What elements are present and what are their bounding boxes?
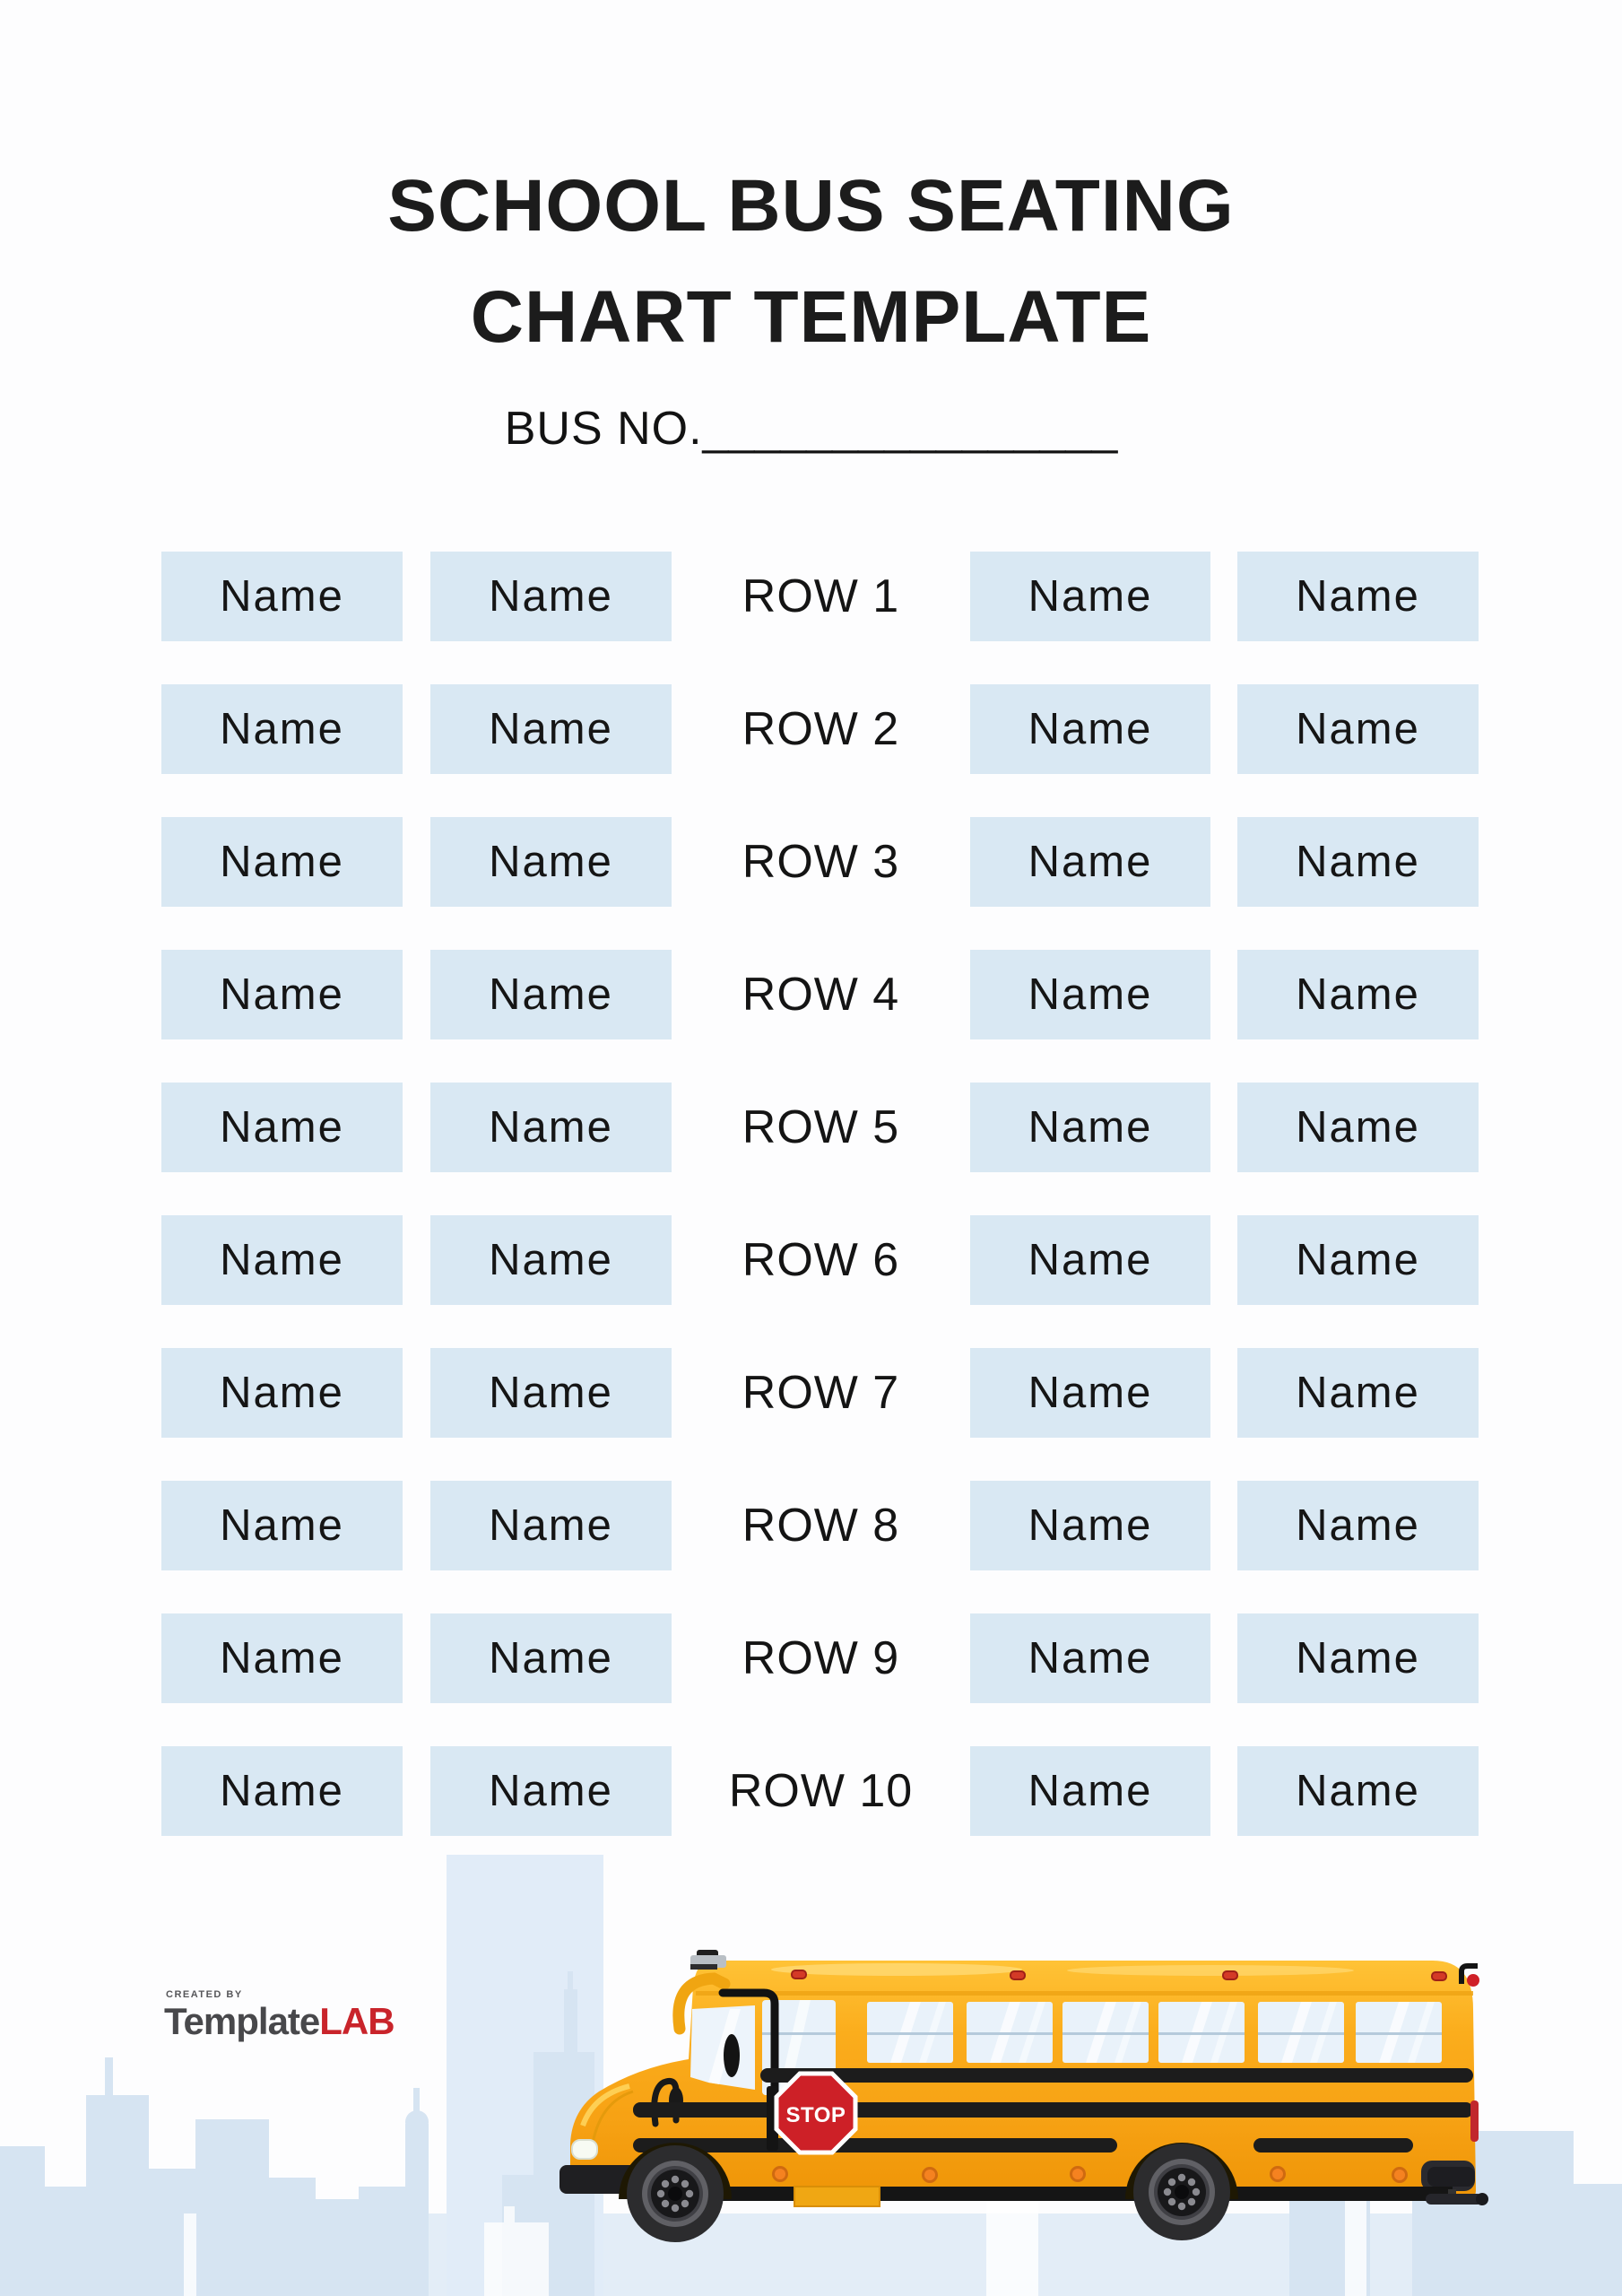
row-label: ROW 5	[742, 1101, 900, 1153]
logo-tagline: CREATED BY	[166, 1989, 243, 2000]
seat-name-field[interactable]: Name	[1237, 552, 1479, 641]
seat-name-field[interactable]: Name	[970, 1083, 1210, 1172]
row-label: ROW 1	[742, 570, 900, 622]
row-label: ROW 3	[742, 836, 900, 888]
seat-name-field[interactable]: Name	[161, 684, 403, 774]
seat-name-field[interactable]: Name	[1237, 817, 1479, 907]
seat-name-field[interactable]: Name	[970, 817, 1210, 907]
row-label: ROW 8	[742, 1500, 900, 1552]
seat-name-field[interactable]: Name	[430, 1083, 672, 1172]
row-label: ROW 7	[742, 1367, 900, 1419]
seat-name-field[interactable]: Name	[161, 1348, 403, 1438]
page-title: SCHOOL BUS SEATING CHART TEMPLATE	[0, 151, 1622, 373]
front-wheel	[627, 2145, 724, 2242]
seat-name-field[interactable]: Name	[970, 684, 1210, 774]
seat-name-field[interactable]: Name	[161, 1613, 403, 1703]
logo-brand: TemplateLAB	[164, 2003, 395, 2040]
seat-name-field[interactable]: Name	[970, 1215, 1210, 1305]
city-skyline-background	[0, 1855, 1622, 2296]
seat-name-field[interactable]: Name	[970, 552, 1210, 641]
seat-name-field[interactable]: Name	[430, 552, 672, 641]
seat-name-field[interactable]: Name	[1237, 950, 1479, 1039]
seat-name-field[interactable]: Name	[1237, 1348, 1479, 1438]
seat-name-field[interactable]: Name	[430, 817, 672, 907]
seat-name-field[interactable]: Name	[1237, 1481, 1479, 1570]
bus-number-blank-field[interactable]: ________________	[702, 403, 1118, 455]
seat-name-field[interactable]: Name	[430, 1613, 672, 1703]
bus-number-line: BUS NO.________________	[0, 402, 1622, 456]
rear-wheel	[1133, 2144, 1230, 2240]
templatelab-logo: CREATED BY TemplateLAB	[164, 1990, 395, 2040]
seat-name-field[interactable]: Name	[1237, 684, 1479, 774]
seat-name-field[interactable]: Name	[161, 817, 403, 907]
seat-name-field[interactable]: Name	[1237, 1613, 1479, 1703]
seat-name-field[interactable]: Name	[161, 950, 403, 1039]
seat-name-field[interactable]: Name	[161, 1083, 403, 1172]
page-title-line1: SCHOOL BUS SEATING	[387, 165, 1235, 247]
seat-name-field[interactable]: Name	[161, 552, 403, 641]
row-label: ROW 6	[742, 1234, 900, 1286]
seat-name-field[interactable]: Name	[161, 1215, 403, 1305]
page-title-line2: CHART TEMPLATE	[470, 276, 1152, 358]
seat-name-field[interactable]: Name	[970, 1348, 1210, 1438]
seat-name-field[interactable]: Name	[430, 1348, 672, 1438]
row-label: ROW 9	[742, 1632, 900, 1684]
seat-name-field[interactable]: Name	[430, 1746, 672, 1836]
seat-name-field[interactable]: Name	[970, 1613, 1210, 1703]
row-label: ROW 4	[742, 969, 900, 1021]
logo-brand-primary: Template	[164, 2000, 320, 2042]
seat-name-field[interactable]: Name	[430, 950, 672, 1039]
stop-sign-label: STOP	[786, 2103, 846, 2127]
seat-name-field[interactable]: Name	[1237, 1215, 1479, 1305]
seat-name-field[interactable]: Name	[970, 1746, 1210, 1836]
seat-name-field[interactable]: Name	[430, 1215, 672, 1305]
school-bus-illustration: STOP	[559, 1950, 1488, 2242]
row-label: ROW 10	[728, 1765, 914, 1817]
seat-name-field[interactable]: Name	[1237, 1083, 1479, 1172]
row-label: ROW 2	[742, 703, 900, 755]
seat-name-field[interactable]: Name	[430, 684, 672, 774]
seat-name-field[interactable]: Name	[161, 1481, 403, 1570]
seat-name-field[interactable]: Name	[970, 950, 1210, 1039]
seat-name-field[interactable]: Name	[161, 1746, 403, 1836]
seat-name-field[interactable]: Name	[430, 1481, 672, 1570]
seat-name-field[interactable]: Name	[970, 1481, 1210, 1570]
bus-number-label: BUS NO.	[504, 403, 703, 455]
seat-name-field[interactable]: Name	[1237, 1746, 1479, 1836]
logo-brand-accent: LAB	[319, 2000, 395, 2042]
